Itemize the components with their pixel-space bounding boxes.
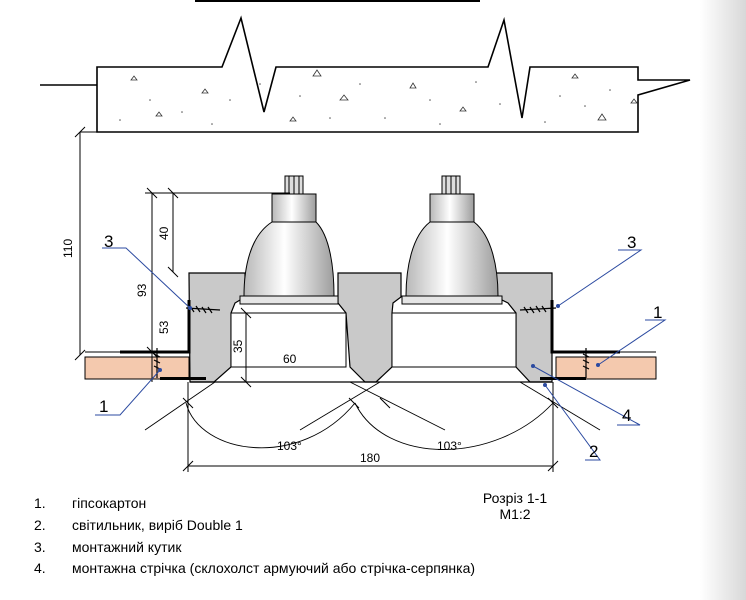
lamp-right	[401, 175, 503, 305]
dim-40: 40	[157, 226, 171, 240]
section-caption: Розріз 1-1 М1:2	[470, 490, 560, 522]
callout-2: 2	[589, 442, 598, 461]
opening-right	[391, 312, 517, 368]
drywall-left	[84, 356, 190, 380]
concrete-slab	[40, 15, 691, 133]
mounting-tape-right	[540, 377, 586, 380]
legend-text: монтажна стрічка (склохолст армуючий або…	[72, 560, 476, 576]
callout-1-right: 1	[653, 303, 662, 322]
callout-points	[158, 304, 600, 387]
dim-93: 93	[135, 283, 149, 297]
mounting-angle-left	[120, 300, 191, 354]
legend-text: гіпсокартон	[72, 495, 147, 511]
legend-text: світильник, виріб Double 1	[72, 517, 243, 533]
opening-left	[230, 312, 347, 368]
legend-number: 4.	[34, 560, 46, 576]
dim-53: 53	[157, 320, 171, 334]
concrete-dots	[119, 81, 611, 125]
legend-number: 1.	[34, 495, 46, 511]
mounting-tape-left	[160, 377, 206, 380]
lamp-left	[239, 175, 339, 305]
callout-3-left: 3	[104, 232, 113, 251]
legend: 1. гіпсокартон 2. світильник, виріб Doub…	[0, 490, 746, 600]
dim-110: 110	[61, 239, 75, 258]
callout-4: 4	[622, 406, 631, 425]
angle-right: 103°	[437, 439, 462, 453]
dim-180: 180	[360, 451, 380, 465]
dim-35: 35	[231, 339, 245, 353]
section-title: Розріз 1-1	[482, 490, 548, 506]
drywall-right	[555, 356, 657, 380]
legend-text: монтажний кутик	[72, 539, 182, 555]
beam-angle-arcs	[144, 381, 601, 450]
concrete-aggregate	[130, 69, 638, 122]
legend-number: 3.	[34, 539, 46, 555]
mounting-angle-right	[550, 300, 620, 354]
scale-label: М1:2	[499, 506, 531, 522]
callout-3-right: 3	[627, 233, 636, 252]
page-edge-shade	[700, 0, 746, 600]
callout-1-left: 1	[99, 397, 108, 416]
legend-number: 2.	[34, 517, 46, 533]
dim-60: 60	[283, 352, 297, 366]
angle-left: 103°	[277, 439, 302, 453]
callout-leaders	[95, 247, 667, 461]
